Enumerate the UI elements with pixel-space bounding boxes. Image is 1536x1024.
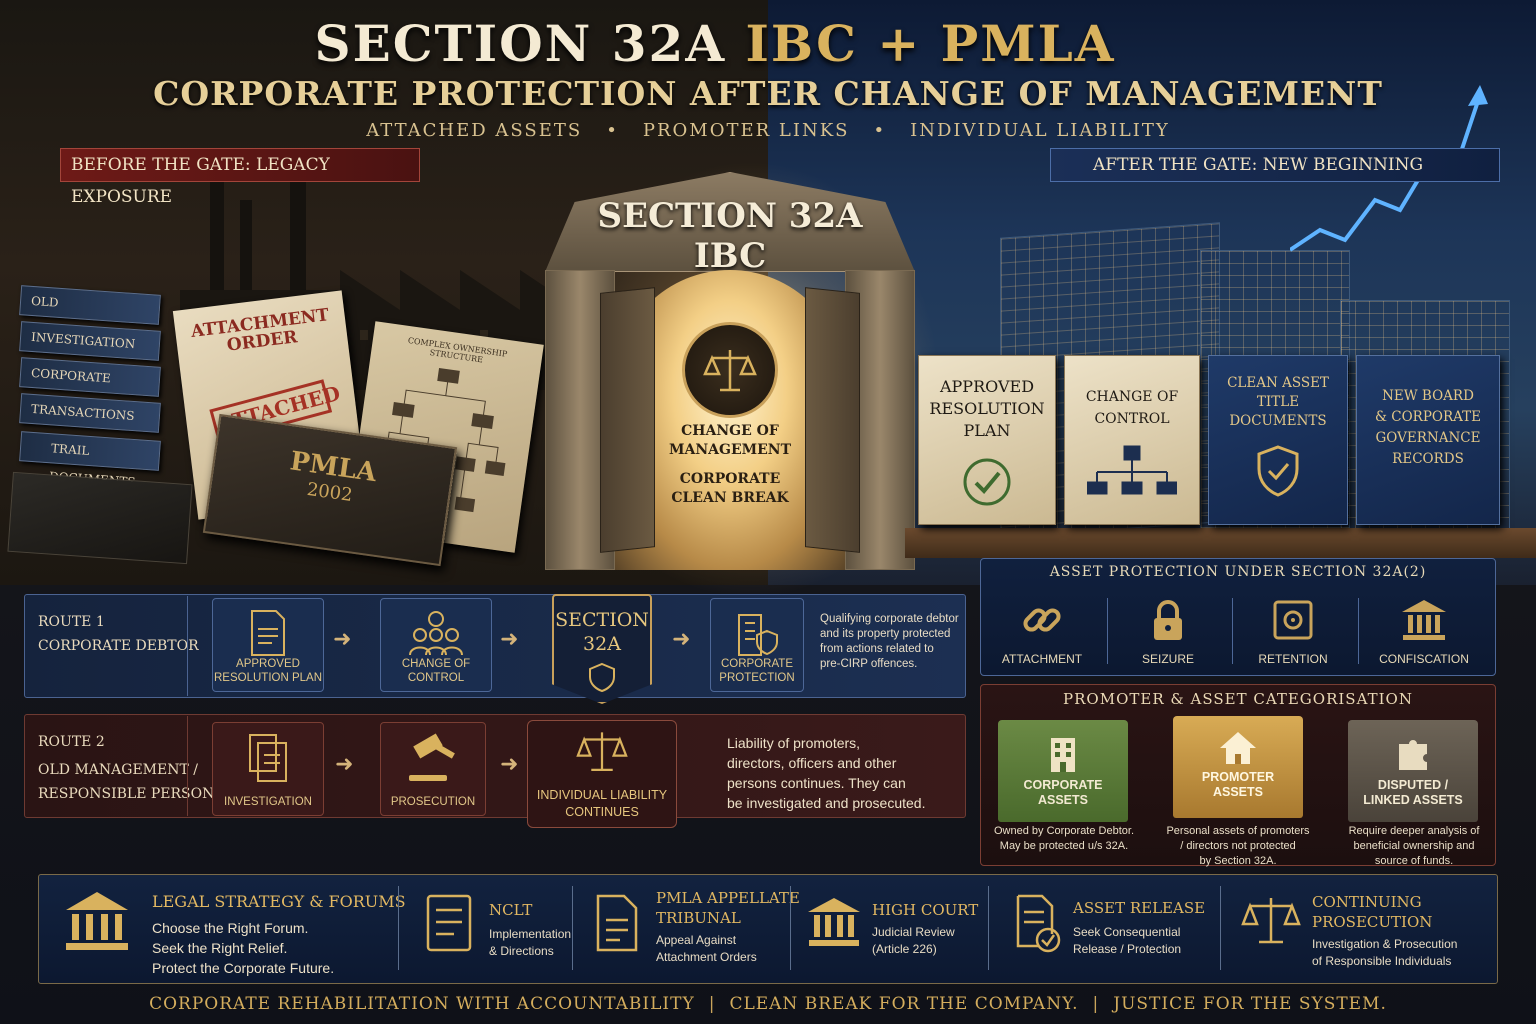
route-divider (187, 716, 188, 816)
divider (1358, 598, 1359, 664)
document-icon (251, 610, 285, 656)
folder-disputed-linked-assets: DISPUTED /LINKED ASSETS (1348, 720, 1478, 822)
gate-title: SECTION 32A IBC (597, 196, 863, 276)
asset-protection-attachment: ATTACHMENT (982, 592, 1102, 672)
courthouse-icon (1402, 600, 1446, 640)
divider (398, 886, 399, 970)
arrow-right-icon: ➜ (500, 627, 519, 652)
forum-high-court[interactable]: HIGH COURT Judicial Review(Article 226) (872, 901, 979, 956)
new-beginning-banner: AFTER THE GATE: NEW BEGINNING (1050, 148, 1500, 182)
legacy-banner: BEFORE THE GATE: LEGACY EXPOSURE (60, 148, 420, 207)
asset-protection-seizure: SEIZURE (1108, 592, 1228, 672)
scales-icon (576, 732, 628, 771)
courthouse-icon (66, 892, 128, 950)
attachment-order-title: ATTACHMENT ORDER (189, 305, 331, 356)
scales-seal-icon (682, 322, 778, 418)
divider (1107, 598, 1108, 664)
puzzle-icon (1399, 740, 1427, 770)
route-divider (187, 596, 188, 696)
route-1-panel (24, 594, 966, 698)
asset-protection-panel (980, 558, 1496, 676)
divider (1232, 598, 1233, 664)
legal-strategy: LEGAL STRATEGY & FORUMS Choose the Right… (152, 892, 406, 976)
courthouse-icon (808, 898, 860, 946)
building-icon (1051, 738, 1075, 772)
promoter-assets-description: Personal assets of promoters/ directors … (1166, 825, 1310, 867)
arrow-right-icon: ➜ (335, 752, 354, 777)
subtitle: CORPORATE PROTECTION AFTER CHANGE OF MAN… (153, 74, 1383, 113)
arrow-right-icon: ➜ (500, 752, 519, 777)
individual-liability-line2: CONTINUES (565, 805, 639, 819)
main-title: SECTION 32A IBC + PMLA (314, 14, 1116, 73)
safe-icon (1273, 600, 1313, 640)
route-2-description: Liability of promoters,directors, office… (727, 735, 926, 811)
arrow-right-icon: ➜ (333, 627, 352, 652)
step-investigation: INVESTIGATION (212, 722, 324, 816)
shelf (905, 528, 1536, 558)
document-icon (596, 894, 638, 952)
asset-protection-title: ASSET PROTECTION UNDER SECTION 32A(2) (1049, 564, 1427, 580)
check-icon (963, 458, 1011, 506)
files-icon (249, 734, 287, 782)
corporate-assets-description: Owned by Corporate Debtor.May be protect… (993, 825, 1135, 852)
divider (790, 886, 791, 970)
people-gear-icon (409, 611, 463, 656)
gate-door-right (805, 287, 860, 553)
header-tags: ATTACHED ASSETS•PROMOTER LINKS•INDIVIDUA… (366, 120, 1170, 141)
shield-icon (589, 662, 615, 693)
checklist-document-icon (426, 894, 472, 952)
gate-text: CHANGE OF MANAGEMENT CORPORATE CLEAN BRE… (668, 423, 792, 506)
forum-nclt[interactable]: NCLT Implementation& Directions (489, 901, 572, 958)
gate-door-left (600, 287, 655, 553)
individual-liability-box: INDIVIDUAL LIABILITY CONTINUES (527, 720, 677, 828)
padlock-icon (1154, 600, 1182, 640)
building-shield-icon (738, 614, 778, 656)
legal-forums-strip (38, 874, 1498, 984)
individual-liability-line1: INDIVIDUAL LIABILITY (536, 788, 668, 802)
divider (572, 886, 573, 970)
gavel-icon (409, 733, 455, 781)
chain-link-icon (1023, 608, 1061, 632)
divider (988, 886, 989, 970)
document-stack (7, 471, 193, 565)
org-chart-icon (1086, 445, 1178, 495)
categorisation-title: PROMOTER & ASSET CATEGORISATION (1063, 690, 1413, 708)
route-2-panel (24, 714, 966, 818)
step-prosecution: PROSECUTION (380, 722, 486, 816)
scales-icon (1241, 898, 1301, 944)
document-check-icon (1016, 894, 1061, 953)
footer-tagline: CORPORATE REHABILITATION WITH ACCOUNTABI… (149, 994, 1387, 1014)
divider (1220, 886, 1221, 970)
shield-check-icon (1257, 445, 1299, 497)
asset-protection-confiscation: CONFISCATION (1364, 592, 1484, 672)
house-icon (1220, 732, 1256, 764)
asset-protection-retention: RETENTION (1233, 592, 1353, 672)
arrow-right-icon: ➜ (672, 627, 691, 652)
